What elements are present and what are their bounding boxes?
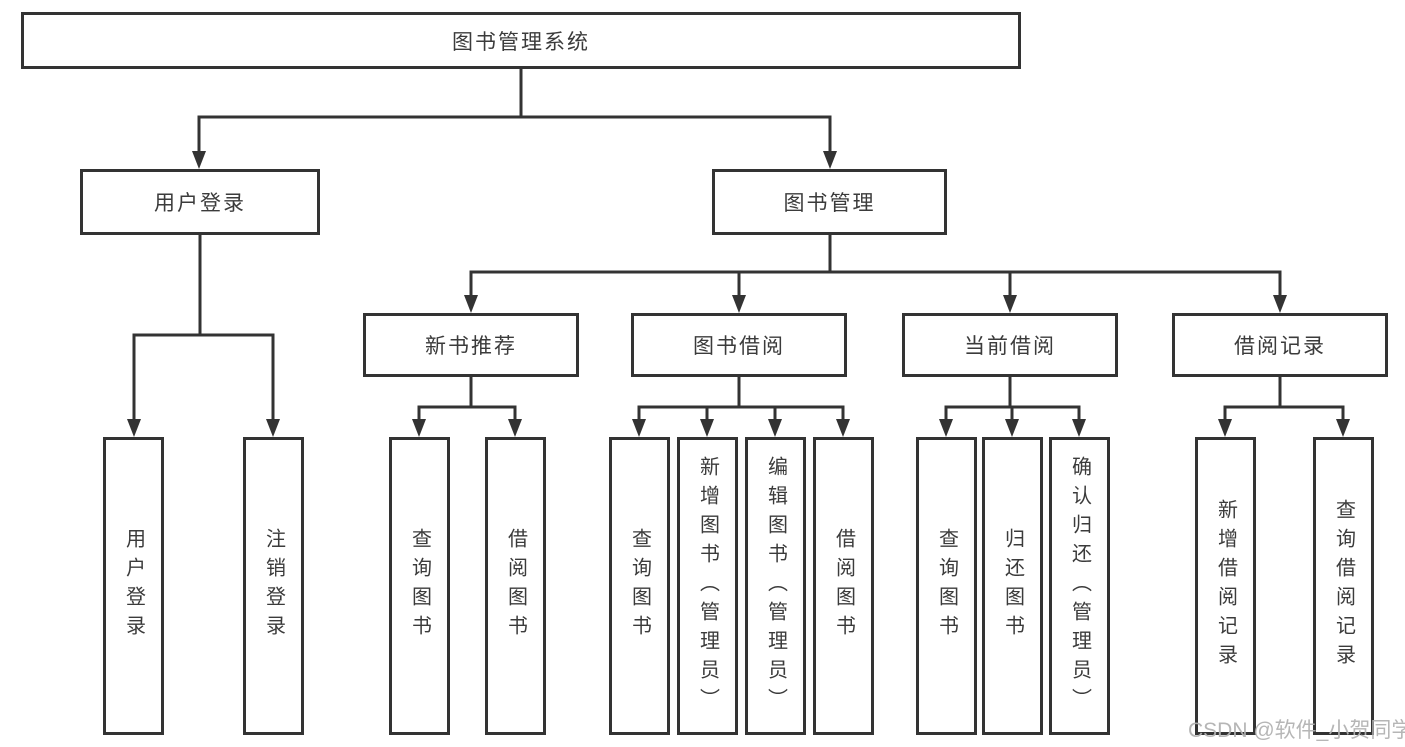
leaf-borrow-books: 借阅图书 (813, 437, 874, 735)
leaf-confirm-return-admin: 确认归还（管理员） (1049, 437, 1110, 735)
watermark-text: CSDN @软件_小贺同学 (1188, 719, 1405, 742)
leaf-query-books-borrow: 查询图书 (609, 437, 670, 735)
leaf-return-book: 归还图书 (982, 437, 1043, 735)
connector-user-login (127, 234, 280, 437)
leaf-add-borrow-record: 新增借阅记录 (1195, 437, 1256, 735)
node-new-book-recommend: 新书推荐 (363, 313, 579, 377)
leaf-query-borrow-record: 查询借阅记录 (1313, 437, 1374, 735)
connector-borrow-records (1218, 377, 1350, 437)
leaf-borrow-books-recommend-label: 借阅图书 (504, 528, 527, 644)
leaf-return-book-label: 归还图书 (1001, 528, 1024, 644)
leaf-query-borrow-record-label: 查询借阅记录 (1332, 499, 1355, 673)
leaf-query-books-current-label: 查询图书 (935, 528, 958, 644)
leaf-query-books-recommend: 查询图书 (389, 437, 450, 735)
leaf-edit-book-admin-label: 编辑图书（管理员） (764, 455, 787, 717)
leaf-add-book-admin-label: 新增图书（管理员） (696, 455, 719, 717)
leaf-user-login: 用户登录 (103, 437, 164, 735)
leaf-add-book-admin: 新增图书（管理员） (677, 437, 738, 735)
connector-book-management (464, 234, 1287, 313)
leaf-query-books-recommend-label: 查询图书 (408, 528, 431, 644)
leaf-edit-book-admin: 编辑图书（管理员） (745, 437, 806, 735)
node-library-system: 图书管理系统 (21, 12, 1021, 69)
leaf-add-borrow-record-label: 新增借阅记录 (1214, 499, 1237, 673)
node-book-borrow: 图书借阅 (631, 313, 847, 377)
leaf-borrow-books-label: 借阅图书 (832, 528, 855, 644)
node-book-management: 图书管理 (712, 169, 947, 235)
connector-root (192, 67, 837, 169)
connector-current-borrow (939, 377, 1086, 437)
node-user-login: 用户登录 (80, 169, 320, 235)
leaf-confirm-return-admin-label: 确认归还（管理员） (1068, 455, 1091, 717)
leaf-query-books-borrow-label: 查询图书 (628, 528, 651, 644)
leaf-borrow-books-recommend: 借阅图书 (485, 437, 546, 735)
leaf-logout-label: 注销登录 (262, 528, 285, 644)
leaf-user-login-label: 用户登录 (122, 528, 145, 644)
leaf-query-books-current: 查询图书 (916, 437, 977, 735)
node-current-borrow: 当前借阅 (902, 313, 1118, 377)
connector-new-book-recommend (412, 377, 522, 437)
node-borrow-records: 借阅记录 (1172, 313, 1388, 377)
leaf-logout: 注销登录 (243, 437, 304, 735)
connector-book-borrow (632, 377, 850, 437)
